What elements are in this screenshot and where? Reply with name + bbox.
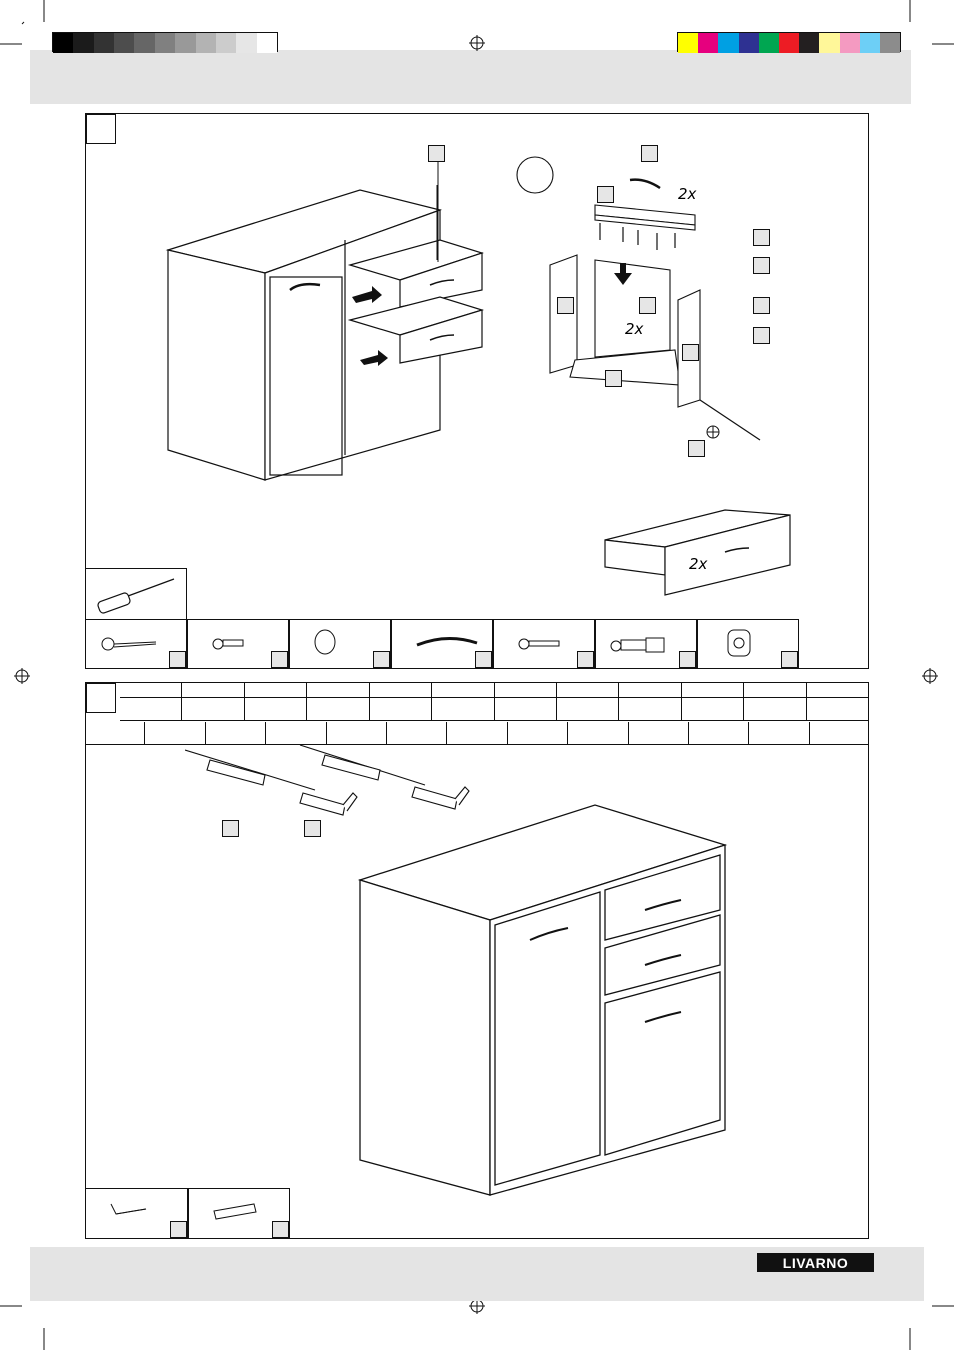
- part-callout: [753, 327, 770, 344]
- part-callout: [169, 1221, 187, 1238]
- long-screw-icon: [518, 638, 560, 650]
- grey-swatch: [195, 33, 216, 53]
- part-callout: [271, 651, 288, 668]
- registration-mark-top: [469, 35, 485, 51]
- color-swatch: [698, 33, 719, 53]
- grey-swatch: [114, 33, 135, 53]
- color-swatch: [738, 33, 759, 53]
- part-callout: [679, 651, 696, 668]
- parts-row: [85, 619, 799, 669]
- part-callout: [169, 651, 186, 668]
- part-cell: [187, 619, 289, 669]
- brand-logo-text: LIVARNO: [782, 1254, 849, 1271]
- color-swatch: [678, 33, 699, 53]
- color-swatch: [778, 33, 800, 53]
- part-callout: [304, 820, 321, 837]
- quantity-label: 2x: [625, 320, 644, 338]
- part-callout: [475, 651, 492, 668]
- wall-screw-icon: [110, 1203, 147, 1215]
- grey-swatch: [53, 33, 74, 53]
- part-callout: [753, 297, 770, 314]
- part-cell: [85, 1188, 188, 1239]
- part-cell: [391, 619, 493, 669]
- wood-screw-icon: [101, 637, 157, 651]
- grey-swatch: [93, 33, 115, 53]
- greyscale-bar: [52, 32, 278, 53]
- finished-cabinet-illustration: [357, 804, 728, 1196]
- grey-swatch: [215, 33, 237, 53]
- cabinet-drawer-insertion-illustration: [165, 185, 485, 481]
- part-callout: [557, 297, 574, 314]
- cap-icon: [314, 629, 336, 655]
- part-callout: [753, 257, 770, 274]
- part-cell: [697, 619, 799, 669]
- part-callout: [222, 820, 239, 837]
- part-cell: [595, 619, 697, 669]
- top-band: [30, 50, 911, 104]
- wall-anchor-illustration: [185, 745, 470, 816]
- finished-drawer-illustration: [604, 509, 791, 596]
- quantity-label: 2x: [689, 555, 708, 573]
- part-callout: [682, 344, 699, 361]
- color-swatch: [859, 33, 880, 53]
- grey-swatch: [175, 33, 196, 53]
- registration-mark-right: [922, 668, 938, 684]
- color-swatch: [758, 33, 779, 53]
- cam-lock-icon: [727, 629, 751, 657]
- grey-swatch: [154, 33, 176, 53]
- part-callout: [373, 651, 390, 668]
- part-callout: [428, 145, 445, 162]
- grey-swatch: [256, 33, 277, 53]
- color-bar: [677, 32, 901, 53]
- brand-logo: LIVARNO: [757, 1253, 874, 1272]
- header-rows: [120, 683, 868, 721]
- tool-screwdriver-box: [85, 568, 187, 620]
- grey-swatch: [236, 33, 257, 53]
- step1-number-box: [86, 114, 116, 144]
- part-callout: [272, 1221, 289, 1238]
- drawer-exploded-assembly-illustration: [516, 156, 761, 441]
- part-cell: [85, 619, 187, 669]
- grey-swatch: [73, 33, 94, 53]
- part-callout: [641, 145, 658, 162]
- header-row-3: [85, 722, 869, 745]
- step2-panel: [85, 682, 869, 1239]
- part-cell: [187, 1188, 290, 1239]
- color-swatch: [819, 33, 840, 53]
- step2-parts-row: [85, 1188, 290, 1239]
- wall-plug-icon: [212, 1203, 257, 1220]
- part-cell: [493, 619, 595, 669]
- quantity-label: 2x: [678, 185, 697, 203]
- part-callout: [781, 651, 798, 668]
- color-swatch: [718, 33, 739, 53]
- step2-number-box: [86, 683, 116, 713]
- part-callout: [605, 370, 622, 387]
- screwdriver-icon: [97, 578, 175, 614]
- color-swatch: [879, 33, 901, 53]
- part-cell: [289, 619, 391, 669]
- part-callout: [639, 297, 656, 314]
- handle-icon: [416, 637, 478, 647]
- cam-bolt-icon: [610, 637, 665, 653]
- part-callout: [597, 186, 614, 203]
- part-callout: [753, 229, 770, 246]
- short-screw-icon: [212, 638, 244, 650]
- color-swatch: [799, 33, 820, 53]
- leader-line: [437, 162, 439, 262]
- grey-swatch: [134, 33, 155, 53]
- part-callout: [577, 651, 594, 668]
- part-callout: [688, 440, 705, 457]
- color-swatch: [839, 33, 860, 53]
- registration-mark-left: [14, 668, 30, 684]
